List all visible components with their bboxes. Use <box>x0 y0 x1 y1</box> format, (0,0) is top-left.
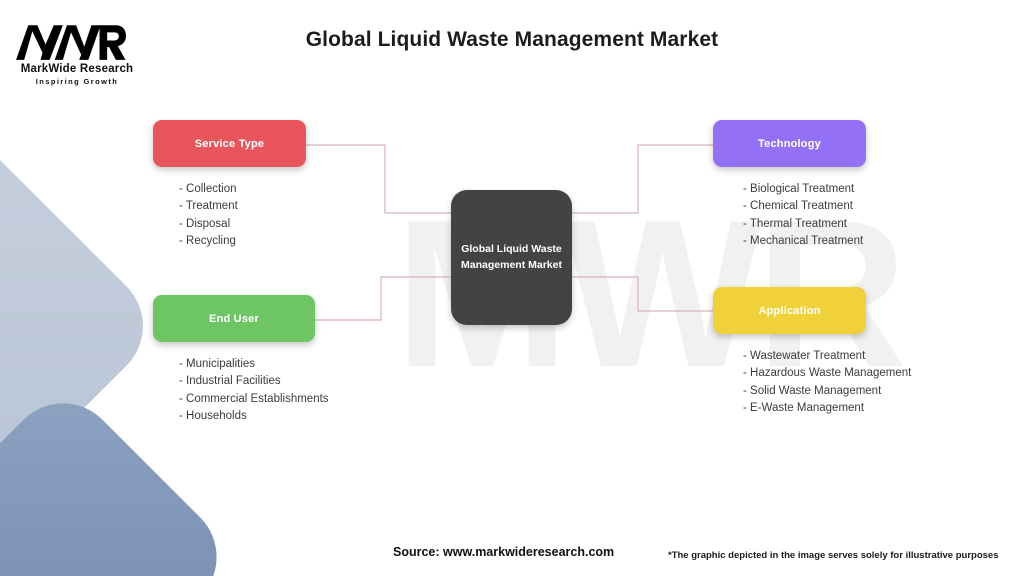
list-item: - Treatment <box>179 200 238 213</box>
branch-header-technology[interactable]: Technology <box>713 120 866 167</box>
connector-end-user <box>315 276 451 321</box>
list-item: - Solid Waste Management <box>743 384 882 397</box>
center-node-line-1: Global Liquid Waste <box>461 243 562 256</box>
list-item: - Thermal Treatment <box>743 217 847 230</box>
branch-end-user: End User - Municipalities - Industrial F… <box>153 295 329 426</box>
branch-items-application: - Wastewater Treatment - Hazardous Waste… <box>713 348 911 418</box>
logo-company-name: MarkWide Research <box>20 63 134 75</box>
center-node[interactable]: Global Liquid Waste Management Market <box>451 190 572 325</box>
branch-service-type: Service Type - Collection - Treatment - … <box>153 120 306 251</box>
list-item: - Municipalities <box>179 358 256 370</box>
mwr-monogram-icon <box>16 25 126 60</box>
logo-tagline: Inspiring Growth <box>35 77 119 86</box>
list-item: - Wastewater Treatment <box>743 350 866 362</box>
branch-label-end-user: End User <box>209 312 259 325</box>
connector-service-type <box>306 144 451 214</box>
list-item: - Disposal <box>179 217 231 230</box>
list-item: - Chemical Treatment <box>743 200 853 213</box>
page-title: Global Liquid Waste Management Market <box>305 28 719 51</box>
branch-header-application[interactable]: Application <box>713 287 866 334</box>
list-item: - E-Waste Management <box>743 402 865 415</box>
footer-source: Source: www.markwideresearch.com <box>393 545 615 559</box>
center-node-label: Global Liquid Waste Management Market <box>461 242 562 272</box>
branch-label-application: Application <box>758 304 821 317</box>
list-item: - Mechanical Treatment <box>743 235 864 248</box>
list-item: - Commercial Establishments <box>179 392 329 405</box>
list-item: - Households <box>179 410 247 423</box>
footer-disclaimer: *The graphic depicted in the image serve… <box>668 550 999 561</box>
connector-application <box>572 276 713 312</box>
connector-technology <box>572 144 713 214</box>
brand-logo: MarkWide Research Inspiring Growth <box>14 22 140 88</box>
branch-application: Application - Wastewater Treatment - Haz… <box>713 287 911 418</box>
list-item: - Collection <box>179 183 237 195</box>
branch-label-service-type: Service Type <box>194 137 265 150</box>
branch-items-end-user: - Municipalities - Industrial Facilities… <box>153 356 329 426</box>
branch-label-technology: Technology <box>758 137 821 150</box>
branch-items-service-type: - Collection - Treatment - Disposal - Re… <box>153 181 306 251</box>
branch-header-end-user[interactable]: End User <box>153 295 315 342</box>
branch-technology: Technology - Biological Treatment - Chem… <box>713 120 866 251</box>
list-item: - Hazardous Waste Management <box>743 367 912 380</box>
list-item: - Industrial Facilities <box>179 375 281 388</box>
list-item: - Biological Treatment <box>743 183 855 195</box>
list-item: - Recycling <box>179 235 236 248</box>
center-node-line-2: Management Market <box>461 258 562 271</box>
branch-items-technology: - Biological Treatment - Chemical Treatm… <box>713 181 866 251</box>
branch-header-service-type[interactable]: Service Type <box>153 120 306 167</box>
